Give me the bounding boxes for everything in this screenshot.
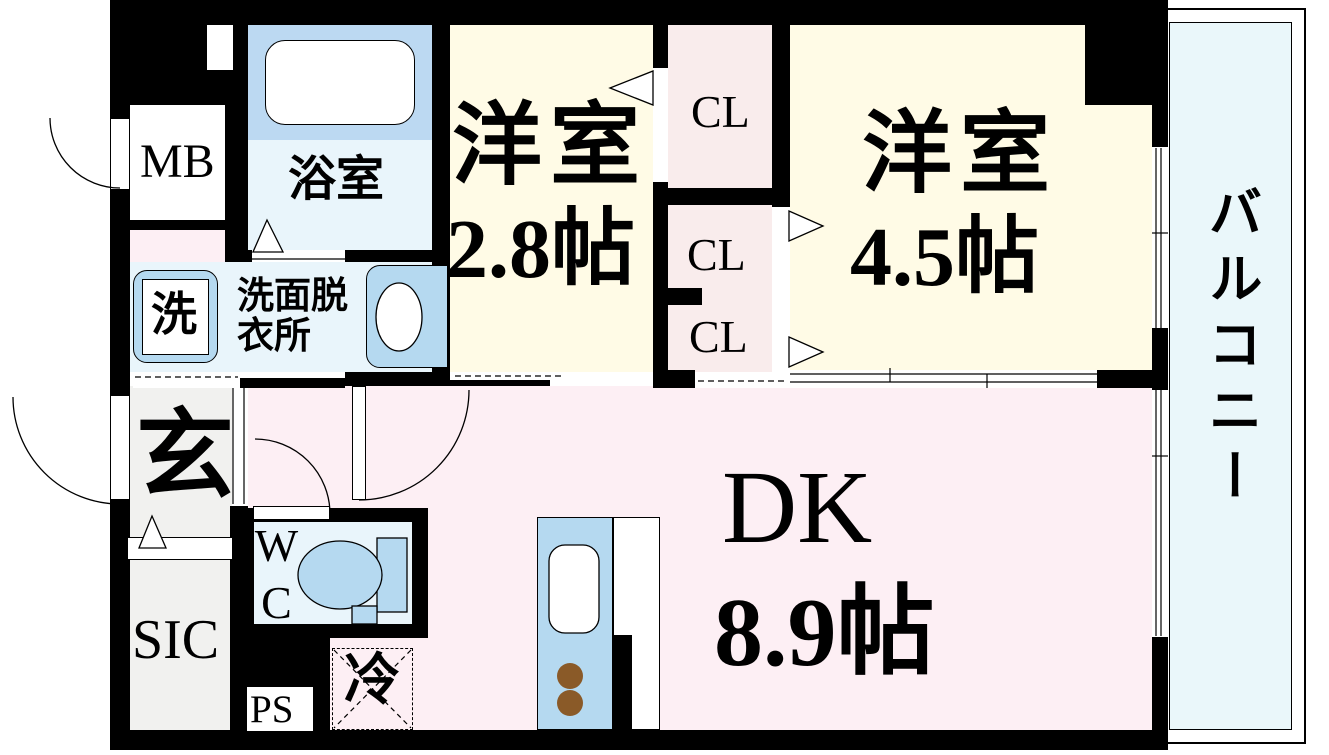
western-room-1-floor (450, 25, 653, 372)
wall-band-c (1097, 370, 1168, 388)
entrance-step-arrow (138, 514, 167, 549)
washing-machine-inner (142, 279, 209, 355)
western-room-1-name: 洋室 (452, 97, 648, 196)
wc-door-swing (254, 438, 331, 515)
toilet-bowl-icon (297, 540, 383, 610)
closet-3-door-arrow (788, 336, 825, 368)
sliding-band-closet (695, 372, 790, 388)
western-room-1-size: 2.8帖 (446, 203, 636, 296)
wall-west1-cl-a (653, 25, 668, 68)
sliding-band-bar (450, 380, 550, 386)
wall-mb-bath (225, 25, 248, 262)
wall-below-mb (128, 220, 225, 230)
closet-1-floor (668, 25, 772, 190)
wall-west1-cl-b (653, 182, 668, 372)
wall-band-b (653, 370, 695, 388)
western-room-2-size: 4.5帖 (850, 211, 1040, 304)
kitchen-divider-bar (613, 635, 632, 730)
entrance-door-swing (12, 396, 121, 505)
balcony-label: バルコニー (1200, 184, 1260, 514)
dk-size-label: 8.9帖 (714, 579, 935, 687)
wall-top-right-block (1085, 0, 1168, 105)
entrance-floor (128, 386, 232, 537)
wall-band-a (345, 372, 450, 386)
mb-door-swing (49, 117, 121, 189)
wall-cl1-cl2 (653, 188, 790, 205)
sic-label: SIC (132, 609, 220, 671)
sic-floor (128, 560, 232, 730)
sink-basin-icon (375, 282, 423, 352)
wall-bottom (110, 730, 1168, 750)
closet-3-label: CL (689, 311, 748, 362)
fridge-diagonal-b (333, 649, 412, 729)
closet-1-door-arrow (608, 70, 654, 106)
bathroom-label: 浴室 (288, 153, 385, 206)
wall-bath-washroom-b (345, 250, 450, 262)
closet-2-label: CL (687, 229, 746, 280)
wall-right-c (1152, 637, 1168, 730)
wc-label: WC (251, 520, 302, 634)
dk-name-label: DK (722, 450, 873, 565)
closet-1-label: CL (691, 86, 750, 137)
ps-label: PS (250, 688, 294, 731)
balcony-floor (1169, 22, 1292, 730)
stove-burner-2-icon (557, 690, 583, 716)
wall-band-d (240, 378, 345, 388)
bathroom-door-arrow (252, 218, 285, 253)
refrigerator-label: 冷 (344, 650, 400, 712)
western-room-2-name: 洋室 (862, 105, 1058, 204)
mb-door-leaf (110, 118, 130, 190)
stove-burner-1-icon (557, 663, 583, 689)
closet-2-door-arrow (788, 210, 825, 242)
kitchen-sink-icon (548, 544, 600, 634)
top-wall-slit-window (207, 25, 233, 70)
bathroom-floor (248, 140, 432, 262)
hall-strip (128, 228, 232, 262)
wall-left-b (110, 190, 130, 395)
toilet-foot-icon (351, 605, 378, 625)
washroom-label: 洗面脱衣所 (237, 276, 348, 357)
wall-top (110, 0, 1168, 25)
bathtub-icon (265, 40, 415, 125)
wall-cl2-cl3-step (665, 288, 702, 305)
entrance-label: 玄 (136, 403, 235, 511)
mb-label: MB (140, 135, 215, 188)
ps-box (247, 687, 313, 731)
sliding-band-washroom (133, 372, 240, 388)
wall-left-c (110, 500, 130, 730)
entrance-door-leaf (110, 395, 130, 500)
wall-cl-west2 (772, 25, 790, 207)
wall-left-a (110, 0, 130, 118)
wall-bath-washroom-a (248, 250, 252, 262)
washer-label: 洗 (151, 289, 197, 340)
hall-dk-door-swing (358, 389, 470, 501)
